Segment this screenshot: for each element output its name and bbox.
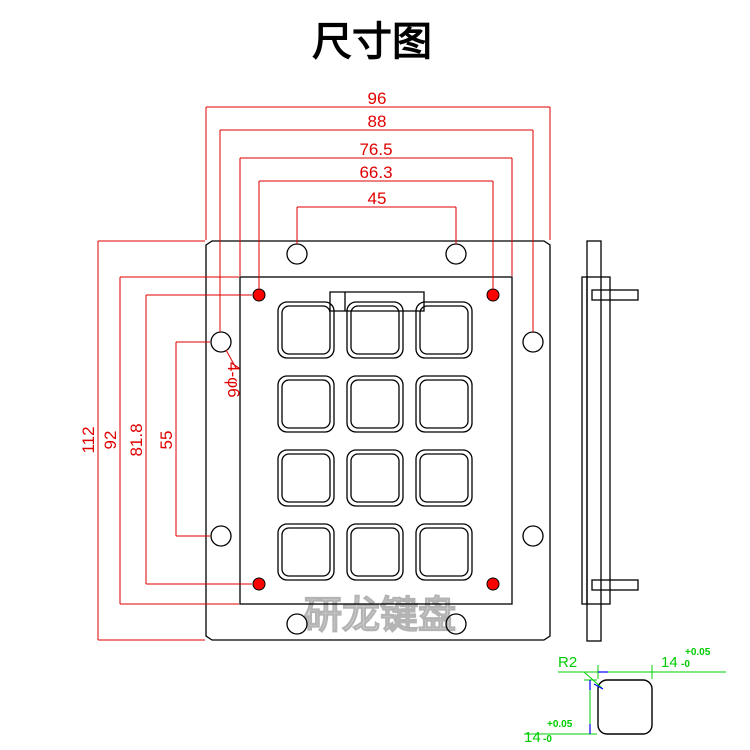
- key-grid: [277, 301, 473, 581]
- mounting-hole: [522, 331, 544, 353]
- dim-width-96: 96: [368, 89, 387, 108]
- key-outer: [277, 449, 335, 507]
- key-inner: [350, 305, 400, 355]
- dim-width-88: 88: [368, 112, 387, 131]
- key-outer: [277, 301, 335, 359]
- mounting-hole: [286, 613, 308, 635]
- mounting-hole: [522, 525, 544, 547]
- dim-width-76-5: 76.5: [359, 140, 392, 159]
- dim-width-66-3: 66.3: [359, 163, 392, 182]
- mounting-hole: [445, 613, 467, 635]
- key-detail: R2 14 +0.05 -0 14 +0.05 -0: [524, 647, 726, 746]
- dimension-lines: [97, 106, 551, 641]
- key-inner: [350, 527, 400, 577]
- dim-height-112: 112: [79, 426, 98, 453]
- key-inner: [419, 453, 469, 503]
- key-outer: [415, 375, 473, 433]
- key-inner: [281, 305, 331, 355]
- key-outer: [277, 375, 335, 433]
- dim-width-45: 45: [368, 189, 387, 208]
- side-plate: [586, 240, 602, 642]
- key-inner: [281, 453, 331, 503]
- dim-height-81-8: 81.8: [127, 423, 146, 456]
- key-inner: [350, 453, 400, 503]
- red-marker: [486, 288, 500, 302]
- key-height-nominal: 14: [524, 729, 541, 746]
- key-outer: [415, 449, 473, 507]
- key-inner: [281, 527, 331, 577]
- key-inner: [281, 379, 331, 429]
- red-marker: [252, 577, 266, 591]
- key-outer: [277, 523, 335, 581]
- watermark: 研龙键盘: [304, 592, 456, 637]
- dim-height-92: 92: [101, 431, 120, 450]
- key-outer: [346, 523, 404, 581]
- key-inner: [419, 527, 469, 577]
- key-width-upper-tol: +0.05: [685, 647, 711, 658]
- key-radius-label: R2: [558, 654, 577, 671]
- dimension-labels: 96 88 76.5 66.3 45 112 92 81.8 55 4-φ6: [79, 89, 393, 457]
- top-tab: [329, 291, 425, 312]
- red-marker: [252, 288, 266, 302]
- key-outer: [346, 449, 404, 507]
- key-outer: [415, 301, 473, 359]
- mounting-hole: [210, 331, 232, 353]
- key-height-upper-tol: +0.05: [547, 719, 573, 730]
- key-detail-outline: [597, 679, 653, 735]
- mounting-hole: [445, 243, 467, 265]
- key-inner: [419, 379, 469, 429]
- red-marker: [486, 577, 500, 591]
- corner-markers: [252, 288, 500, 591]
- side-pin-top: [591, 289, 639, 301]
- key-outer: [415, 523, 473, 581]
- inner-panel: [239, 276, 513, 605]
- drawing-title: 尺寸图: [312, 18, 432, 65]
- key-outer: [346, 301, 404, 359]
- mounting-hole: [286, 243, 308, 265]
- side-view: [581, 240, 639, 642]
- key-inner: [350, 379, 400, 429]
- key-outer: [346, 375, 404, 433]
- outer-plate: [205, 240, 551, 641]
- dim-height-55: 55: [157, 431, 176, 450]
- side-body: [581, 276, 611, 605]
- dim-holes-4-phi6: 4-φ6: [224, 362, 243, 398]
- key-width-nominal: 14: [661, 654, 678, 671]
- key-width-lower-tol: -0: [681, 659, 690, 670]
- key-height-lower-tol: -0: [543, 734, 552, 745]
- key-inner: [419, 305, 469, 355]
- side-pin-bottom: [591, 579, 639, 591]
- mounting-hole: [210, 525, 232, 547]
